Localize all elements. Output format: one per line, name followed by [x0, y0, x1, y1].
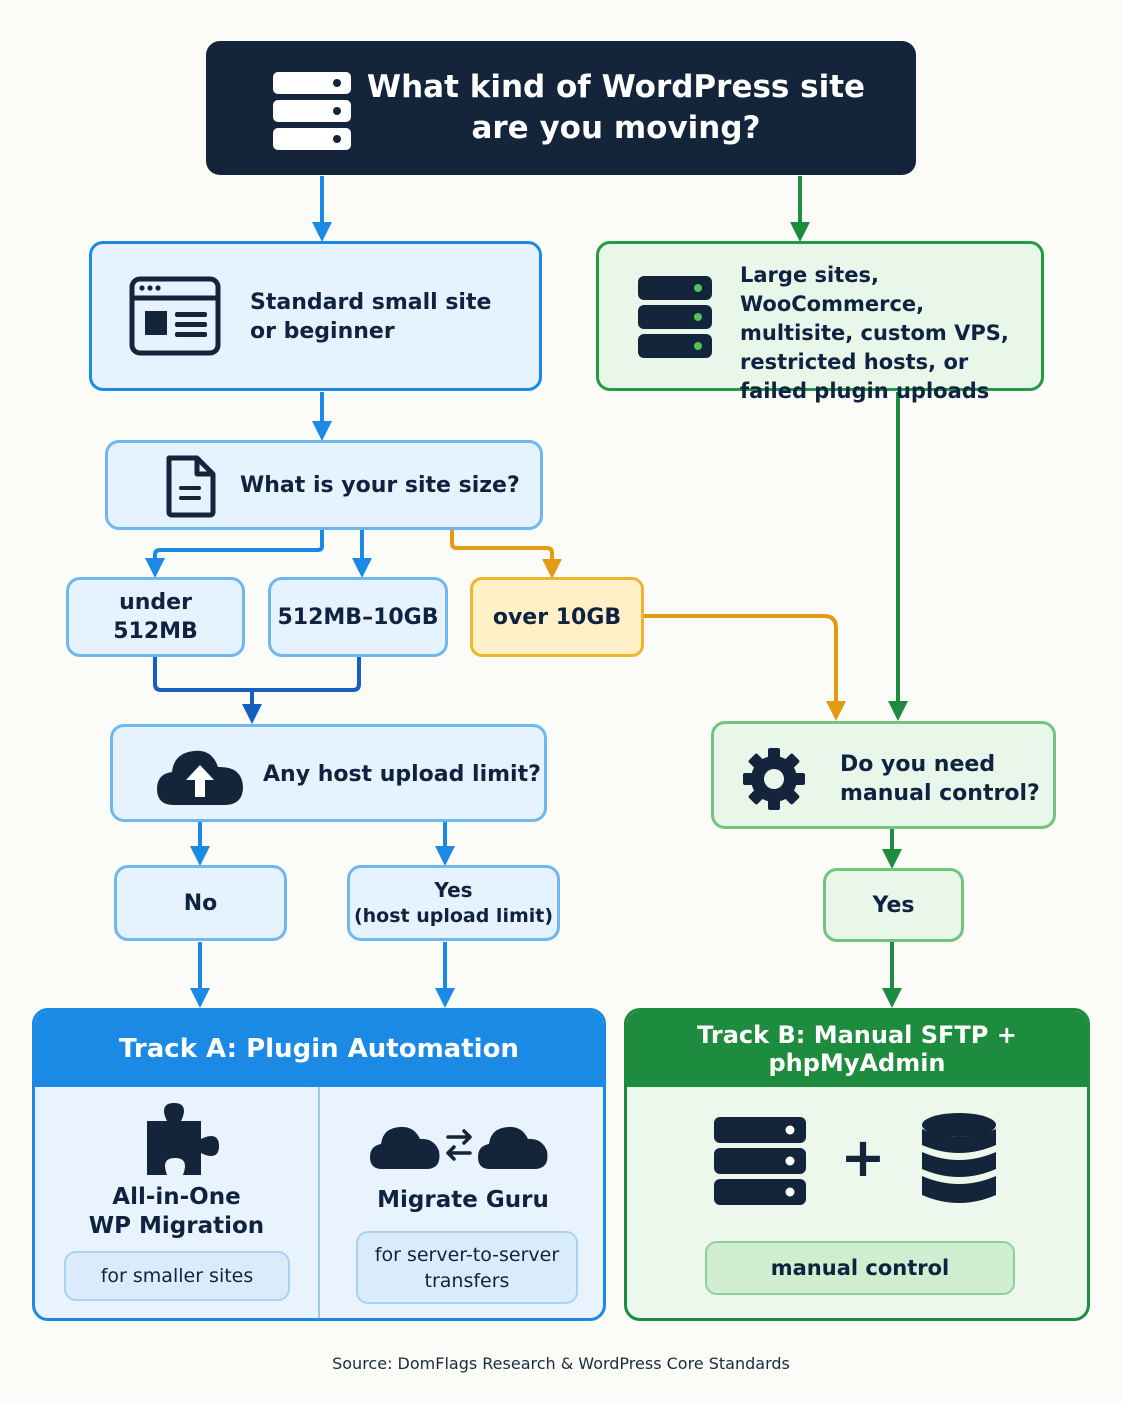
answer-yes-line2: (host upload limit)	[353, 905, 554, 927]
option-under-512mb-line1: under	[119, 590, 192, 615]
option-under-512mb[interactable]: under 512MB	[66, 577, 245, 657]
track-a-header: Track A: Plugin Automation	[35, 1011, 603, 1087]
option-512mb-10gb[interactable]: 512MB–10GB	[268, 577, 448, 657]
gear-icon	[741, 746, 807, 812]
option-over-10gb-label: over 10GB	[492, 604, 622, 630]
server-icon	[271, 70, 353, 152]
tool-all-in-one-name: All-in-One WP Migration	[88, 1184, 265, 1239]
cloud-upload-icon	[154, 743, 246, 807]
option-512mb-10gb-label: 512MB–10GB	[277, 604, 439, 630]
cloud-transfer-icon	[368, 1113, 550, 1171]
plus-sign: +	[840, 1126, 886, 1189]
standard-site-label: Standard small site or beginner	[250, 290, 492, 344]
standard-site-node[interactable]: Standard small site or beginner	[89, 241, 542, 391]
source-credit: Source: DomFlags Research & WordPress Co…	[332, 1354, 790, 1373]
track-a-divider	[318, 1087, 320, 1318]
page-title: What kind of WordPress site are you movi…	[366, 41, 866, 175]
puzzle-icon	[143, 1101, 223, 1179]
answer-yes-line1: Yes	[434, 878, 473, 902]
site-size-question[interactable]: What is your site size?	[105, 440, 543, 530]
site-size-label: What is your site size?	[240, 473, 520, 498]
title-box: What kind of WordPress site are you movi…	[206, 41, 916, 175]
large-site-label: Large sites, WooCommerce, multisite, cus…	[740, 263, 1009, 403]
arrow-over10gb-to-control	[644, 614, 846, 721]
track-a-panel: Track A: Plugin Automation All-in-One WP…	[32, 1008, 606, 1321]
merge-small-medium-to-upload	[153, 657, 361, 714]
tool-all-in-one-note: for smaller sites	[64, 1251, 290, 1301]
document-icon	[165, 454, 217, 518]
answer-yes-manual[interactable]: Yes	[823, 868, 964, 942]
option-over-10gb[interactable]: over 10GB	[470, 577, 644, 657]
browser-window-icon	[129, 276, 221, 356]
manual-control-note: manual control	[705, 1241, 1015, 1295]
manual-control-label: Do you need manual control?	[840, 752, 1040, 806]
tool-migrate-guru-note: for server-to-server transfers	[356, 1231, 578, 1304]
large-site-node[interactable]: Large sites, WooCommerce, multisite, cus…	[596, 241, 1044, 403]
upload-limit-question[interactable]: Any host upload limit?	[110, 724, 547, 822]
track-a-title: Track A: Plugin Automation	[119, 1034, 519, 1064]
server-icon	[712, 1115, 808, 1207]
track-b-header: Track B: Manual SFTP + phpMyAdmin	[627, 1011, 1087, 1087]
arrow-size-to-under512	[145, 530, 324, 578]
server-icon	[636, 274, 714, 360]
track-b-title: Track B: Manual SFTP + phpMyAdmin	[697, 1021, 1017, 1077]
database-icon	[919, 1111, 999, 1211]
answer-no-label: No	[183, 890, 218, 916]
manual-control-question[interactable]: Do you need manual control?	[711, 721, 1056, 829]
title-line-1: What kind of WordPress site	[366, 69, 866, 105]
tool-migrate-guru-name: Migrate Guru	[377, 1187, 549, 1213]
arrow-size-to-over10gb	[450, 530, 562, 579]
answer-yes-upload-limit[interactable]: Yes (host upload limit)	[347, 865, 560, 941]
answer-yes-manual-label: Yes	[872, 892, 915, 918]
upload-limit-label: Any host upload limit?	[263, 762, 541, 787]
answer-no[interactable]: No	[114, 865, 287, 941]
option-under-512mb-line2: 512MB	[113, 619, 198, 644]
track-b-panel: Track B: Manual SFTP + phpMyAdmin + manu…	[624, 1008, 1090, 1321]
title-line-2: are you moving?	[471, 110, 761, 146]
